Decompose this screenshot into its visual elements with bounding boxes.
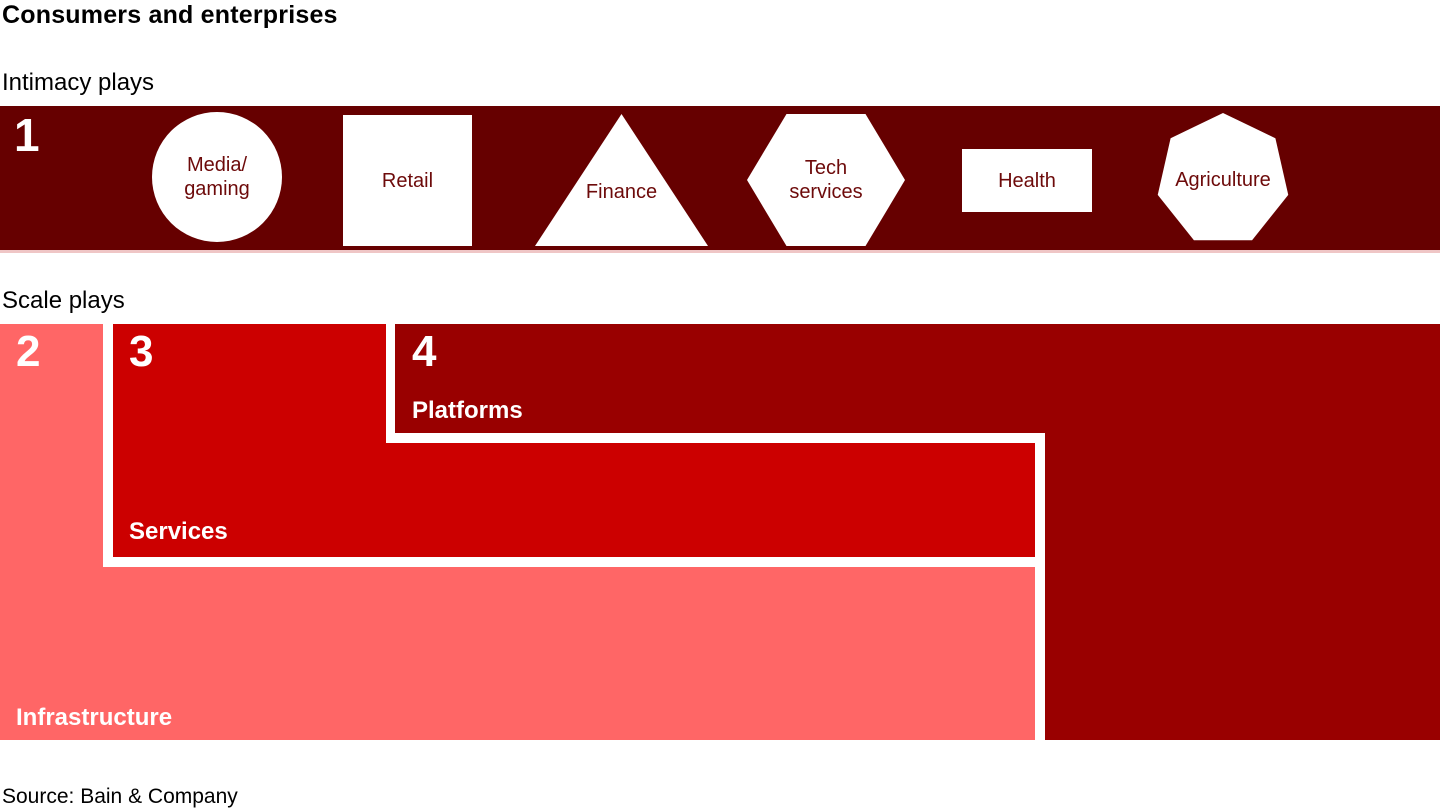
platforms-block-label: Platforms [412,397,523,424]
scale-plays-heading: Scale plays [2,287,125,314]
source-attribution: Source: Bain & Company [2,785,238,808]
agriculture-label: Agriculture [1175,169,1271,191]
services-block-label: Services [129,518,228,545]
platforms-block-number: 4 [412,327,437,376]
health-label: Health [998,169,1056,192]
media-gaming-circle-shape: Media/ gaming [152,112,282,242]
intimacy-band-number: 1 [14,109,40,161]
tech-services-label: Tech services [789,157,863,203]
page-title: Consumers and enterprises [2,1,338,29]
intimacy-plays-heading: Intimacy plays [2,69,155,96]
health-rectangle-shape: Health [962,149,1092,212]
services-block-number: 3 [129,327,154,376]
retail-label: Retail [381,169,434,192]
infrastructure-block-number: 2 [16,327,41,376]
agriculture-heptagon-shape: Agriculture [1157,113,1289,241]
media-gaming-label: Media/ gaming [184,154,250,200]
retail-square-shape: Retail [343,115,472,246]
infrastructure-block-label: Infrastructure [16,704,173,731]
finance-label: Finance [585,181,658,203]
